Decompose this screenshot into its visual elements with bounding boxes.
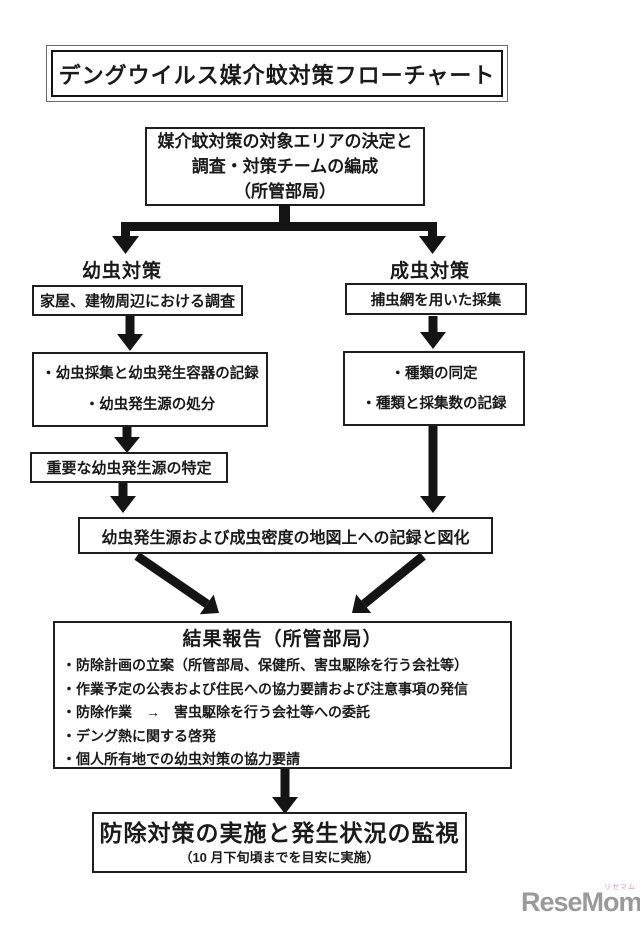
- setup-line: （所管部局）: [234, 182, 336, 201]
- page-title: デングウイルス媒介蚊対策フローチャート: [51, 50, 503, 97]
- title-box: デングウイルス媒介蚊対策フローチャート: [46, 45, 508, 102]
- report-title: 結果報告（所管部局）: [182, 629, 383, 650]
- adult-action-item: ・種類の同定: [390, 365, 478, 382]
- arrow-split-from-setup: [112, 204, 446, 254]
- setup-line: 媒介蚊対策の対象エリアの決定と: [157, 132, 413, 151]
- resemom-logo-ruby: リセマム: [604, 884, 636, 891]
- final-subtitle: （10 月下旬頃までを目安に実施）: [179, 849, 380, 865]
- setup-box: 媒介蚊対策の対象エリアの決定と 調査・対策チームの編成 （所管部局）: [145, 127, 425, 206]
- larva-survey-box: 家屋、建物周辺における調査: [32, 285, 243, 316]
- report-item: ・個人所有地での幼虫対策の協力要請: [62, 751, 300, 767]
- arrow-map-to-report-left: [134, 552, 219, 615]
- final-title: 防除対策の実施と発生状況の監視: [99, 819, 460, 846]
- report-box: 結果報告（所管部局） ・防除計画の立案（所管部局、保健所、害虫駆除を行う会社等）…: [53, 621, 512, 769]
- report-item: ・防除計画の立案（所管部局、保健所、害虫駆除を行う会社等）: [62, 657, 468, 673]
- map-record-box: 幼虫発生源および成虫密度の地図上への記録と図化: [78, 517, 493, 554]
- report-item: ・防除作業 → 害虫駆除を行う会社等への委託: [62, 704, 370, 720]
- adult-action-item: ・種類と採集数の記録: [361, 395, 507, 412]
- final-box: 防除対策の実施と発生状況の監視 （10 月下旬頃までを目安に実施）: [92, 812, 467, 873]
- adult-actions-box: ・種類の同定 ・種類と採集数の記録: [343, 351, 525, 426]
- arrow-adult-actions-to-map: [420, 426, 446, 513]
- resemom-logo: ReseMom.: [521, 887, 640, 917]
- arrow-map-to-report-right: [352, 552, 426, 613]
- arrow-adult-collect-to-actions: [420, 316, 446, 349]
- adult-heading: 成虫対策: [390, 261, 471, 282]
- adult-collect-box: 捕虫網を用いた採集: [345, 283, 527, 315]
- report-items: ・防除計画の立案（所管部局、保健所、害虫駆除を行う会社等） ・作業予定の公表およ…: [62, 654, 503, 772]
- report-item: ・作業予定の公表および住民への協力要請および注意事項の発信: [62, 680, 468, 697]
- report-item: ・デング熱に関する啓発: [62, 727, 216, 744]
- larva-action-item: ・幼虫採集と幼虫発生容器の記録: [41, 365, 259, 382]
- larva-actions-box: ・幼虫採集と幼虫発生容器の記録 ・幼虫発生源の処分: [32, 352, 268, 427]
- setup-line: 調査・対策チームの編成: [191, 157, 379, 176]
- arrow-larva-actions-to-source: [114, 427, 140, 453]
- larva-heading: 幼虫対策: [82, 261, 163, 282]
- arrow-report-to-final: [272, 769, 298, 814]
- larva-source-box: 重要な幼虫発生源の特定: [30, 452, 228, 483]
- larva-action-item: ・幼虫発生源の処分: [84, 396, 216, 413]
- arrow-larva-source-to-map: [110, 482, 136, 513]
- arrow-larva-survey-to-actions: [117, 316, 143, 351]
